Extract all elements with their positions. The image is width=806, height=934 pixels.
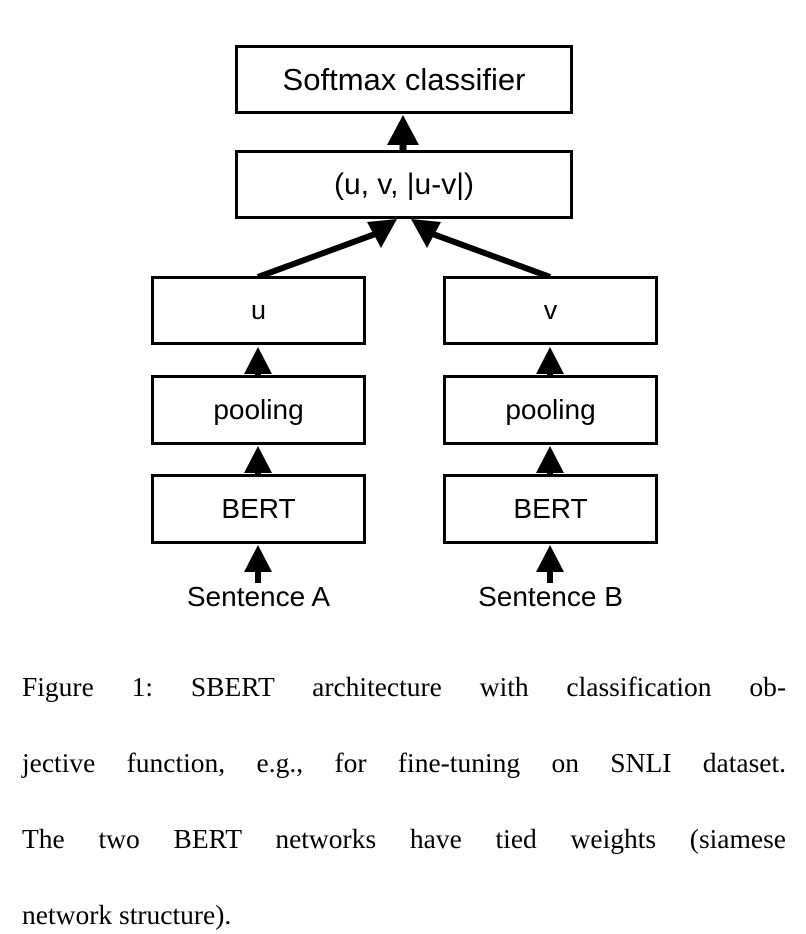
arrow-bert-a-to-pooling-a — [244, 446, 272, 474]
arrow-sentence-a-to-bert-a — [244, 545, 272, 583]
node-embedding-u[interactable]: u — [151, 276, 366, 345]
node-softmax-classifier[interactable]: Softmax classifier — [235, 45, 573, 114]
node-embedding-u-label: u — [250, 295, 267, 325]
arrow-pooling-b-to-v — [536, 347, 564, 375]
node-pooling-a[interactable]: pooling — [151, 375, 366, 445]
arrow-concat-to-softmax — [387, 115, 419, 150]
figure-caption-line-4: network structure). — [22, 899, 232, 930]
node-bert-b[interactable]: BERT — [443, 474, 658, 544]
figure-caption-line-1: Figure 1: SBERT architecture with classi… — [22, 671, 786, 702]
arrow-pooling-a-to-u — [244, 347, 272, 375]
node-concatenation-vector-label: (u, v, |u-v|) — [333, 167, 475, 201]
figure-caption-line-3: The two BERT networks have tied weights … — [22, 823, 786, 854]
node-embedding-v[interactable]: v — [443, 276, 658, 345]
node-bert-a[interactable]: BERT — [151, 474, 366, 544]
node-concatenation-vector[interactable]: (u, v, |u-v|) — [235, 150, 573, 219]
figure-caption: Figure 1: SBERT architecture with classi… — [22, 668, 786, 934]
node-softmax-classifier-label: Softmax classifier — [282, 62, 526, 97]
arrow-bert-b-to-pooling-b — [536, 446, 564, 474]
node-embedding-v-label: v — [543, 295, 558, 325]
node-pooling-b[interactable]: pooling — [443, 375, 658, 445]
input-label-sentence-a: Sentence A — [186, 581, 331, 612]
input-label-sentence-b: Sentence B — [478, 581, 623, 612]
arrow-sentence-b-to-bert-b — [536, 545, 564, 583]
figure-caption-line-2: jective function, e.g., for fine-tuning … — [22, 747, 786, 778]
node-pooling-b-label: pooling — [505, 394, 596, 425]
figure-1-sbert-architecture: Softmax classifier (u, v, |u-v|) u v poo… — [22, 45, 786, 930]
architecture-diagram: Softmax classifier (u, v, |u-v|) u v poo… — [151, 45, 658, 612]
node-pooling-a-label: pooling — [213, 394, 304, 425]
node-bert-a-label: BERT — [221, 493, 296, 524]
node-bert-b-label: BERT — [513, 493, 588, 524]
arrow-v-to-concat — [411, 219, 552, 280]
arrow-u-to-concat — [256, 219, 397, 280]
